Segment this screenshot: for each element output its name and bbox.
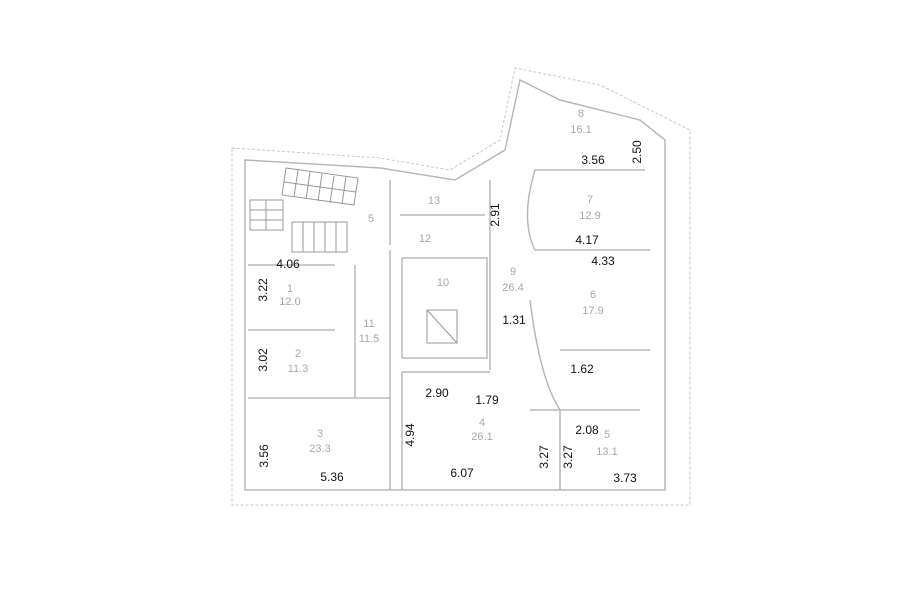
plan-line bbox=[401, 257, 488, 359]
plan-label: 1.62 bbox=[570, 362, 594, 376]
dimension-labels: 3.56 2.50 2.91 4.17 4.33 4.06 3.22 1.31 … bbox=[256, 140, 644, 485]
plan-label: 17.9 bbox=[582, 305, 603, 317]
plan-label: 6.07 bbox=[450, 466, 474, 480]
plan-line bbox=[291, 221, 348, 253]
room-1: 112.0 bbox=[279, 283, 300, 308]
plan-label: 3.56 bbox=[581, 153, 605, 167]
room-11: 11 11.5 bbox=[359, 318, 380, 345]
plan-label: 7 bbox=[587, 194, 593, 206]
plan-line bbox=[244, 78, 666, 491]
plan-label: 9 bbox=[510, 266, 516, 278]
room-6: 617.9 bbox=[582, 289, 603, 317]
plan-label: 4 bbox=[479, 417, 485, 429]
plan-label: 11.3 bbox=[288, 363, 309, 375]
plan-label: 3.27 bbox=[537, 445, 551, 469]
plan-label: 1.79 bbox=[475, 393, 499, 407]
plan-label: 26.4 bbox=[502, 282, 523, 294]
plan-label: 5 bbox=[368, 213, 374, 225]
room-stairwell: 5 bbox=[368, 213, 374, 225]
plan-label: 16.1 bbox=[570, 124, 591, 136]
plan-label: 12 bbox=[419, 233, 431, 245]
plan-label: 6 bbox=[590, 289, 596, 301]
plan-label: 2 bbox=[295, 348, 301, 360]
plan-label: 2.91 bbox=[488, 203, 502, 227]
plan-label: 1.31 bbox=[502, 313, 526, 327]
plan-line bbox=[526, 169, 561, 411]
plan-label: 3.56 bbox=[257, 444, 271, 468]
room-8: 816.1 bbox=[570, 108, 591, 136]
walls bbox=[231, 67, 691, 506]
room-13: 13 bbox=[428, 195, 440, 207]
room-10: 10 bbox=[437, 277, 449, 289]
plan-label: 12.9 bbox=[579, 210, 600, 222]
room-3: 323.3 bbox=[309, 428, 330, 455]
plan-label: 2.90 bbox=[425, 386, 449, 400]
room-4: 426.1 bbox=[471, 417, 492, 443]
plan-line bbox=[231, 67, 691, 506]
plan-label: 8 bbox=[578, 108, 584, 120]
plan-label: 2.08 bbox=[575, 423, 599, 437]
plan-line bbox=[281, 167, 359, 206]
plan-line bbox=[426, 309, 458, 344]
plan-label: 3.73 bbox=[613, 471, 637, 485]
stairs bbox=[249, 167, 359, 253]
plan-label: 3 bbox=[317, 428, 323, 440]
plan-label: 13.1 bbox=[596, 446, 617, 458]
plan-label: 5 bbox=[604, 429, 610, 441]
plan-label: 10 bbox=[437, 277, 449, 289]
room-5: 513.1 bbox=[596, 429, 617, 458]
room-2: 211.3 bbox=[288, 348, 309, 375]
plan-label: 26.1 bbox=[471, 431, 492, 443]
plan-label: 4.06 bbox=[276, 257, 300, 271]
plan-label: 12.0 bbox=[279, 296, 300, 308]
plan-label: 3.02 bbox=[256, 348, 270, 372]
plan-label: 1 bbox=[287, 283, 293, 295]
plan-label: 4.17 bbox=[575, 233, 599, 247]
plan-label: 2.50 bbox=[630, 140, 644, 164]
room-12: 12 bbox=[419, 233, 431, 245]
plan-label: 23.3 bbox=[309, 443, 330, 455]
plan-label: 5.36 bbox=[320, 470, 344, 484]
plan-label: 11 bbox=[363, 318, 374, 330]
room-labels: 112.0 211.3 323.3 426.1 513.1 617.9 712.… bbox=[279, 108, 617, 458]
plan-label: 13 bbox=[428, 195, 440, 207]
plan-line bbox=[426, 309, 458, 344]
room-7: 712.9 bbox=[579, 194, 600, 222]
room-9: 926.4 bbox=[502, 266, 523, 294]
plan-line bbox=[249, 199, 284, 231]
plan-label: 4.94 bbox=[403, 423, 417, 447]
plan-label: 4.33 bbox=[591, 254, 615, 268]
plan-label: 3.27 bbox=[561, 445, 575, 469]
plan-label: 11.5 bbox=[359, 333, 380, 345]
plan-label: 3.22 bbox=[256, 278, 270, 302]
